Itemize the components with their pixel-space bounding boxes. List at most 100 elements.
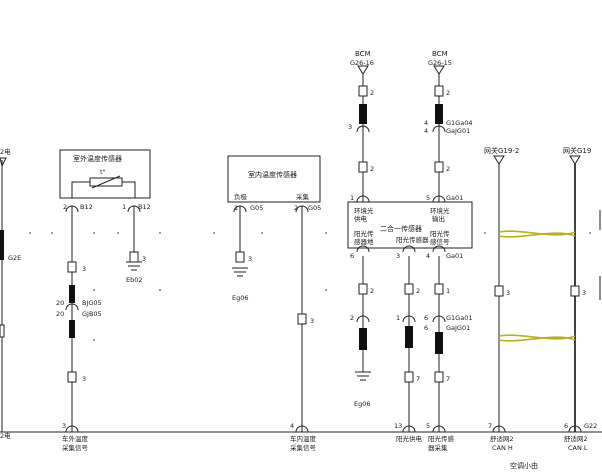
svg-text:G26-16: G26-16 — [350, 59, 374, 67]
svg-text:GaJG01: GaJG01 — [446, 127, 470, 135]
ground-eg06-a: Eg06 — [232, 294, 249, 302]
svg-text:5: 5 — [426, 422, 430, 430]
footer-label: 空调小由 — [510, 461, 538, 470]
svg-text:3: 3 — [82, 265, 86, 273]
svg-text:2: 2 — [63, 203, 67, 211]
svg-text:Ga01: Ga01 — [446, 194, 463, 202]
bcm-left-feed: BCM G26-16 2 3 2 1 — [348, 50, 374, 203]
svg-text:20: 20 — [56, 299, 64, 307]
ground-eb02: Eb02 — [126, 276, 143, 284]
sun-signal-bottom-2: 器采集 — [428, 443, 448, 452]
svg-text:3: 3 — [82, 375, 86, 383]
svg-text:4: 4 — [426, 252, 430, 260]
connector-A — [67, 261, 77, 273]
twisted-pair-upper — [498, 230, 576, 238]
svg-text:G1Ga04: G1Ga04 — [446, 119, 472, 127]
svg-text:3: 3 — [142, 255, 146, 263]
svg-text:供电: 供电 — [354, 214, 368, 223]
indoor-sensor-title: 室内温度传感器 — [248, 170, 297, 179]
can-l-bottom-1: 舒适网2 — [564, 434, 588, 443]
svg-text:2: 2 — [370, 89, 374, 97]
left-bottom-label: 2电 — [0, 431, 11, 440]
svg-text:G05: G05 — [308, 204, 321, 212]
svg-text:2: 2 — [370, 287, 374, 295]
svg-text:3: 3 — [310, 317, 314, 325]
svg-text:4: 4 — [290, 422, 294, 430]
outdoor-bottom-2: 采集信号 — [62, 443, 89, 452]
can-h-bottom-2: CAN H — [492, 444, 513, 452]
svg-text:G26-15: G26-15 — [428, 59, 452, 67]
svg-text:6: 6 — [424, 314, 428, 322]
svg-text:2: 2 — [294, 204, 298, 212]
svg-text:7: 7 — [416, 375, 420, 383]
left-top-label: 2电 — [0, 147, 11, 156]
svg-text:7: 7 — [488, 422, 492, 430]
can-h-bottom-1: 舒适网2 — [490, 434, 514, 443]
svg-text:1: 1 — [446, 287, 450, 295]
svg-text:2: 2 — [370, 165, 374, 173]
outdoor-sensor: 室外温度传感器 t° 2 B12 1 B12 3 20 BJG05 20 GJB… — [56, 149, 151, 452]
can-l-bottom-2: CAN L — [568, 444, 588, 452]
gateway-l-label: 网关G19 — [563, 146, 591, 155]
svg-text:5: 5 — [426, 194, 430, 202]
svg-text:GaJG01: GaJG01 — [446, 324, 470, 332]
outdoor-sensor-title: 室外温度传感器 — [73, 154, 122, 163]
svg-text:B12: B12 — [80, 203, 93, 211]
left-edge-branch: 2电 G2E 2电 — [0, 147, 21, 440]
bcm-right-label: BCM — [432, 50, 448, 58]
indoor-bottom-1: 车内温度 — [290, 434, 317, 443]
svg-text:4: 4 — [424, 127, 428, 135]
indoor-bottom-2: 采集信号 — [290, 443, 317, 452]
svg-text:7: 7 — [446, 375, 450, 383]
svg-text:环境光: 环境光 — [430, 206, 450, 215]
can-l-wire: 网关G19 3 6 G22 舒适网2 CAN L — [563, 146, 597, 452]
svg-text:BJG05: BJG05 — [82, 299, 102, 307]
svg-text:1: 1 — [350, 194, 354, 202]
svg-text:采集: 采集 — [296, 192, 310, 201]
indoor-sensor-box — [227, 155, 321, 203]
combo-sensor: 环境光 供电 环境光 输出 二合一传感器 阳光传 感器地 阳光传感器 阳光传 感… — [347, 201, 473, 260]
svg-text:环境光: 环境光 — [354, 206, 374, 215]
svg-text:G1Ga01: G1Ga01 — [446, 314, 472, 322]
can-h-wire: 网关G19-2 3 7 舒适网2 CAN H — [484, 146, 519, 452]
bcm-left-label: BCM — [355, 50, 371, 58]
svg-text:感信号: 感信号 — [430, 237, 450, 246]
svg-text:Ga01: Ga01 — [446, 252, 463, 260]
svg-text:2: 2 — [446, 165, 450, 173]
outdoor-bottom-1: 车外温度 — [62, 434, 89, 443]
combo-sensor-box — [347, 201, 473, 249]
ground-eg06-b: Eg06 — [354, 400, 371, 408]
svg-text:1: 1 — [396, 314, 400, 322]
svg-text:感器地: 感器地 — [354, 237, 374, 246]
svg-text:负极: 负极 — [234, 192, 248, 201]
svg-text:阳光传: 阳光传 — [430, 229, 450, 238]
svg-text:1: 1 — [122, 203, 126, 211]
svg-text:输出: 输出 — [432, 214, 445, 223]
svg-text:B12: B12 — [138, 203, 151, 211]
twisted-pair-lower — [498, 334, 576, 342]
gateway-h-label: 网关G19-2 — [484, 146, 519, 155]
svg-text:4: 4 — [424, 119, 428, 127]
svg-text:2: 2 — [350, 314, 354, 322]
svg-text:6: 6 — [350, 252, 354, 260]
svg-text:3: 3 — [506, 289, 510, 297]
svg-text:阳光传: 阳光传 — [354, 229, 374, 238]
svg-text:GJB05: GJB05 — [82, 310, 102, 318]
bcm-right-feed: BCM G26-15 2 4 G1Ga04 4 GaJG01 2 5 Ga01 — [424, 50, 472, 203]
svg-text:G05: G05 — [250, 204, 263, 212]
svg-text:2: 2 — [416, 287, 420, 295]
svg-text:G22: G22 — [584, 422, 597, 430]
svg-text:3: 3 — [62, 422, 66, 430]
svg-text:3: 3 — [396, 252, 400, 260]
sun-signal-bottom-1: 阳光传感 — [428, 434, 455, 443]
indoor-sensor: 室内温度传感器 负极 采集 1 G05 2 G05 3 Eg06 3 4 车内温… — [227, 155, 321, 452]
svg-text:6: 6 — [424, 324, 428, 332]
left-edge-label: G2E — [8, 254, 21, 262]
svg-text:20: 20 — [56, 310, 64, 318]
combo-lower-wires: 2 2 Eg06 2 1 7 13 阳光供电 1 6 G1Ga01 6 GaJG… — [350, 256, 472, 452]
combo-sensor-title: 二合一传感器 — [380, 224, 422, 233]
svg-text:3: 3 — [582, 289, 586, 297]
svg-text:3: 3 — [348, 123, 352, 131]
svg-text:3: 3 — [248, 255, 252, 263]
